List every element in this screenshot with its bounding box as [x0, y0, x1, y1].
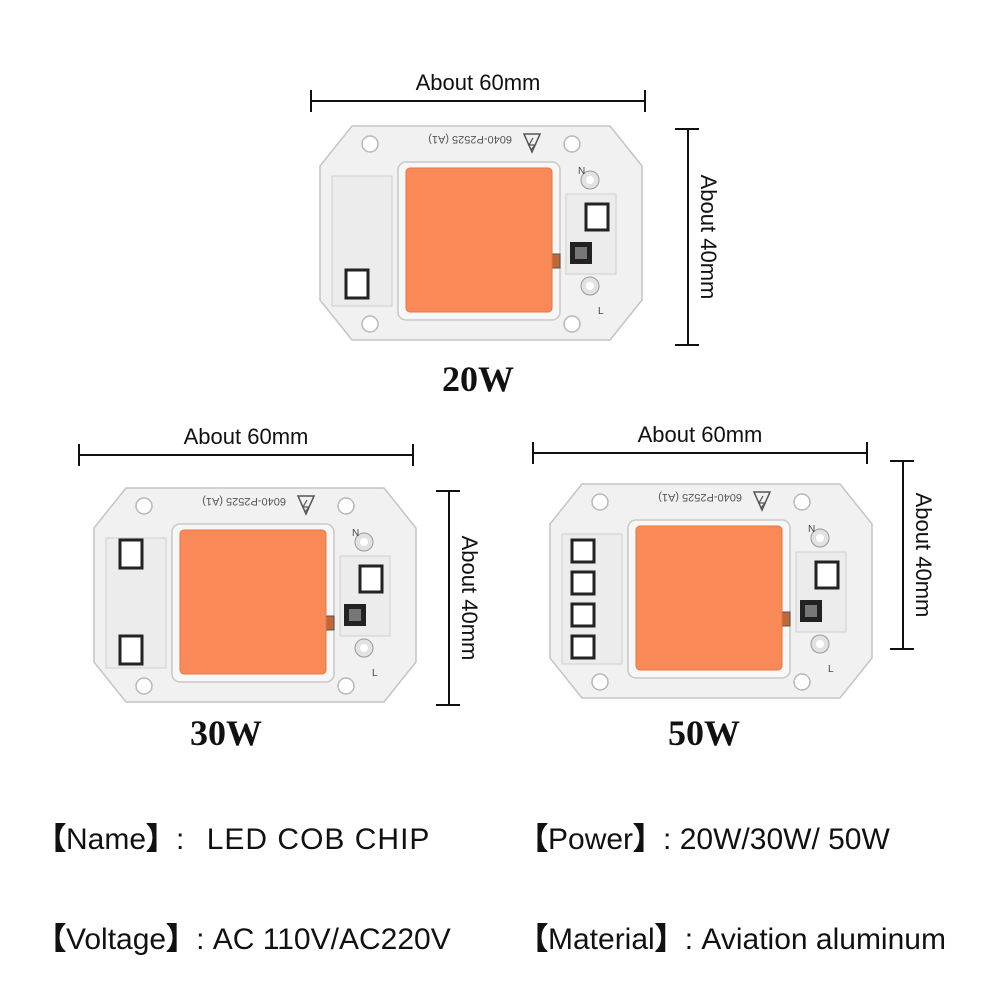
wattage-label-20w: 20W [442, 359, 514, 399]
separator: : [176, 823, 185, 856]
board-marking: 6040-P2525 (A1) [428, 133, 512, 145]
spec-name-value: LED COB CHIP [206, 823, 431, 856]
pad-terminal [570, 570, 596, 596]
board-marking: 6040-P2525 (A1) [202, 495, 286, 507]
height-label: About 40mm [696, 174, 721, 300]
height-label: About 40mm [911, 492, 936, 618]
width-label: About 60mm [183, 424, 309, 449]
wattage-label-30w: 30W [190, 713, 262, 753]
n-label: N [808, 524, 815, 535]
pad-terminal [344, 268, 370, 300]
board-marking: 6040-P2525 (A1) [658, 491, 742, 503]
l-label: L [828, 664, 834, 675]
width-label: About 60mm [637, 422, 763, 447]
height-dimension-20w: About 40mm [675, 128, 733, 346]
pad-terminal [118, 634, 144, 666]
spec-voltage-value: AC 110V/AC220V [212, 923, 451, 956]
cob-chip-30w: 6040-P2525 (A1) N L [92, 486, 418, 704]
height-dimension-50w: About 40mm [890, 460, 948, 650]
separator: : [196, 923, 205, 956]
separator: : [663, 823, 672, 856]
spec-material-key: Material [548, 923, 655, 956]
height-dimension-30w: About 40mm [436, 490, 494, 706]
pad-terminal [570, 634, 596, 660]
width-dimension-20w: About 60mm [310, 70, 646, 112]
width-dimension-50w: About 60mm [532, 422, 868, 464]
bracket-close: 】 [166, 923, 197, 956]
l-label: L [372, 668, 378, 679]
pad-terminal [570, 538, 596, 564]
separator: : [684, 923, 694, 956]
spec-material-value: Aviation aluminum [701, 923, 946, 956]
height-label: About 40mm [457, 535, 482, 661]
bracket-close: 】 [633, 823, 664, 856]
spec-power: 【Power】: 20W/30W/ 50W [518, 814, 890, 858]
bracket-open: 【 [36, 823, 66, 856]
wattage-label-50w: 50W [668, 713, 740, 753]
bracket-close: 】 [654, 923, 685, 956]
n-label: N [352, 528, 359, 539]
pad-terminal [570, 602, 596, 628]
cob-chip-20w: 6040-P2525 (A1) N L [318, 124, 644, 342]
bracket-open: 【 [36, 923, 66, 956]
width-dimension-30w: About 60mm [78, 424, 414, 466]
spec-name-key: Name [66, 823, 147, 856]
width-label: About 60mm [415, 70, 541, 95]
spec-voltage-key: Voltage [66, 923, 167, 956]
spec-power-key: Power [548, 823, 634, 856]
l-label: L [598, 306, 604, 317]
bracket-open: 【 [518, 823, 548, 856]
cob-chip-50w: 6040-P2525 (A1) N L [548, 482, 874, 700]
spec-material: 【Material】: Aviation aluminum [518, 914, 946, 958]
bracket-close: 】 [146, 823, 177, 856]
spec-name: 【Name】: LED COB CHIP [36, 814, 430, 858]
pad-terminal [118, 538, 144, 570]
spec-power-value: 20W/30W/ 50W [679, 823, 890, 856]
bracket-open: 【 [518, 923, 548, 956]
spec-voltage: 【Voltage】: AC 110V/AC220V [36, 914, 451, 958]
n-label: N [578, 166, 585, 177]
